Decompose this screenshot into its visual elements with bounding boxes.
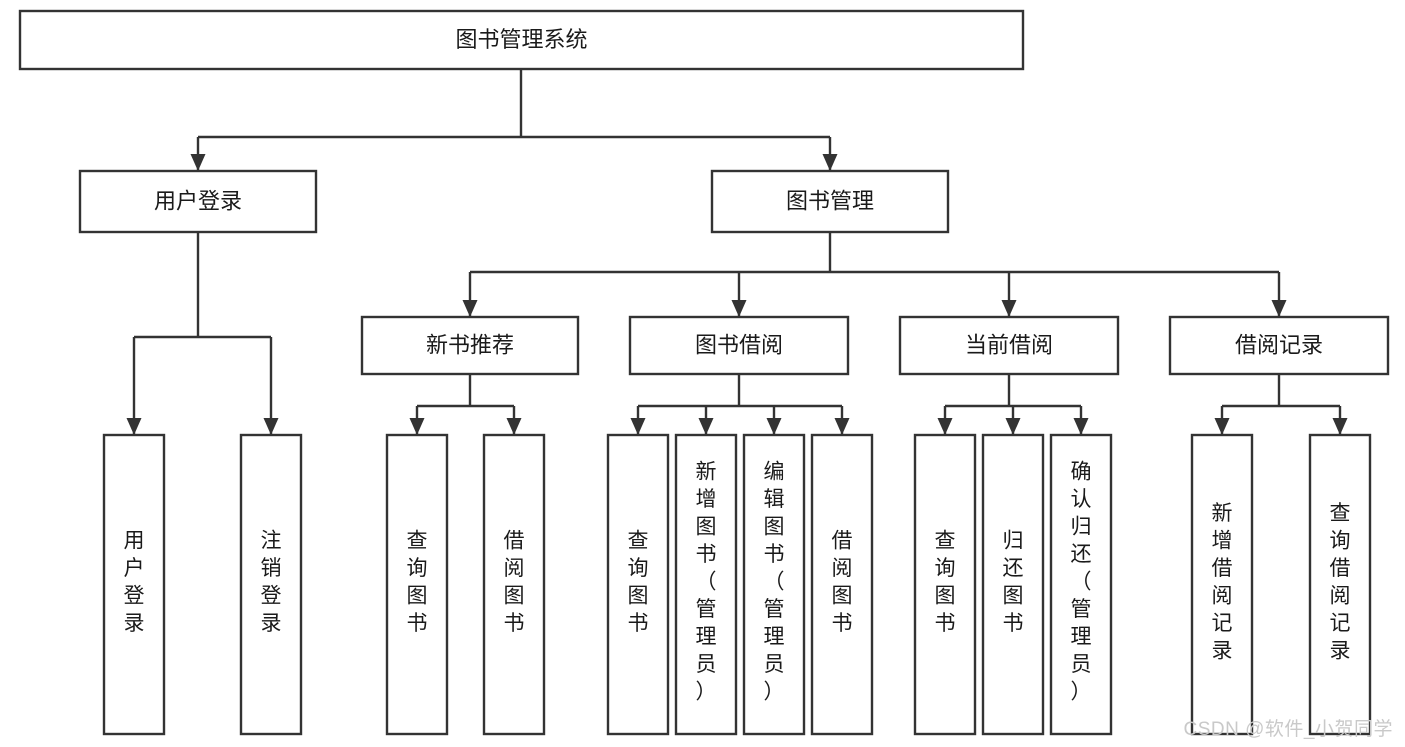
node-图书管理系统[interactable]: 图书管理系统 [18,9,1025,71]
node-图书管理[interactable]: 图书管理 [710,169,950,234]
node-label: 新增图书（管理员） [696,461,717,704]
node-box[interactable] [981,433,1045,736]
arrow-head-icon [1214,418,1230,435]
node-box[interactable] [606,433,670,736]
arrow-head-icon [698,418,714,435]
arrow-head-icon [937,418,953,435]
node-label: 借阅记录 [1235,332,1323,357]
arrow-head-icon [462,300,478,317]
arrow-head-icon [409,418,425,435]
node-查询图书[interactable]: 查询图书 [913,433,977,736]
arrow-head-icon [1271,300,1287,317]
node-label: 图书借阅 [695,332,783,357]
node-查询借阅记录[interactable]: 查询借阅记录 [1308,433,1372,736]
arrow-head-icon [822,154,838,171]
node-label: 用户登录 [154,188,242,213]
node-box[interactable] [674,433,738,736]
node-label: 查询图书 [407,529,428,635]
arrow-head-icon [766,418,782,435]
node-label: 用户登录 [124,529,145,635]
node-借阅图书[interactable]: 借阅图书 [810,433,874,736]
node-label: 新增借阅记录 [1212,502,1233,663]
node-注销登录[interactable]: 注销登录 [239,433,303,736]
nodes-layer: 图书管理系统用户登录图书管理新书推荐图书借阅当前借阅借阅记录用户登录注销登录查询… [18,9,1390,736]
node-label: 查询图书 [628,529,649,635]
node-box[interactable] [78,169,318,234]
node-图书借阅[interactable]: 图书借阅 [628,315,850,376]
node-label: 新书推荐 [426,332,514,357]
node-编辑图书管理员[interactable]: 编辑图书（管理员） [742,433,806,736]
node-label: 图书管理 [786,188,874,213]
arrow-head-icon [506,418,522,435]
arrow-head-icon [1073,418,1089,435]
node-新增图书管理员[interactable]: 新增图书（管理员） [674,433,738,736]
node-新增借阅记录[interactable]: 新增借阅记录 [1190,433,1254,736]
node-box[interactable] [1190,433,1254,736]
node-查询图书[interactable]: 查询图书 [606,433,670,736]
node-box[interactable] [360,315,580,376]
node-label: 编辑图书（管理员） [764,461,785,704]
node-确认归还管理员[interactable]: 确认归还（管理员） [1049,433,1113,736]
edges-layer [126,69,1348,435]
node-label: 查询图书 [935,529,956,635]
node-label: 借阅图书 [504,529,525,635]
node-box[interactable] [385,433,449,736]
node-box[interactable] [239,433,303,736]
node-label: 当前借阅 [965,332,1053,357]
node-用户登录[interactable]: 用户登录 [102,433,166,736]
arrow-head-icon [126,418,142,435]
node-label: 确认归还（管理员） [1071,461,1092,704]
arrow-head-icon [1001,300,1017,317]
arrow-head-icon [731,300,747,317]
node-box[interactable] [18,9,1025,71]
node-借阅图书[interactable]: 借阅图书 [482,433,546,736]
node-box[interactable] [1168,315,1390,376]
node-box[interactable] [810,433,874,736]
node-label: 注销登录 [261,529,282,635]
arrow-head-icon [263,418,279,435]
node-box[interactable] [628,315,850,376]
node-借阅记录[interactable]: 借阅记录 [1168,315,1390,376]
arrow-head-icon [190,154,206,171]
node-box[interactable] [913,433,977,736]
node-box[interactable] [710,169,950,234]
node-label: 图书管理系统 [455,27,587,52]
node-新书推荐[interactable]: 新书推荐 [360,315,580,376]
arrow-head-icon [630,418,646,435]
watermark-text: CSDN @软件_小贺同学 [1183,719,1393,740]
node-查询图书[interactable]: 查询图书 [385,433,449,736]
node-box[interactable] [1308,433,1372,736]
node-box[interactable] [898,315,1120,376]
node-归还图书[interactable]: 归还图书 [981,433,1045,736]
node-box[interactable] [1049,433,1113,736]
node-label: 归还图书 [1003,529,1024,635]
node-label: 借阅图书 [832,529,853,635]
node-用户登录[interactable]: 用户登录 [78,169,318,234]
node-当前借阅[interactable]: 当前借阅 [898,315,1120,376]
arrow-head-icon [1005,418,1021,435]
arrow-head-icon [834,418,850,435]
node-label: 查询借阅记录 [1330,502,1351,663]
node-box[interactable] [482,433,546,736]
node-box[interactable] [102,433,166,736]
node-box[interactable] [742,433,806,736]
arrow-head-icon [1332,418,1348,435]
